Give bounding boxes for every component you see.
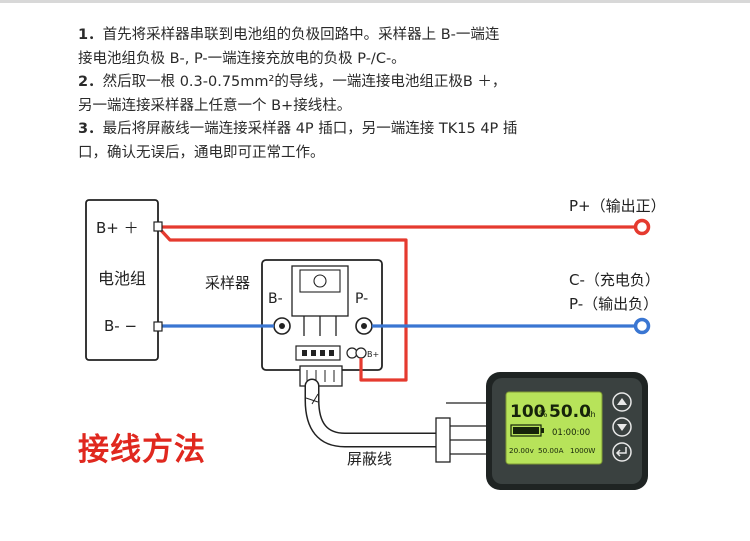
battery-minus-label: B- − bbox=[104, 317, 137, 335]
instruction-line-2: 接电池组负极 B-, P-一端连接充放电的负极 P-/C-。 bbox=[78, 50, 406, 67]
instruction-line-6: 口，确认无误后，通电即可正常工作。 bbox=[78, 144, 325, 161]
instructions: 1．首先将采样器串联到电池组的负极回路中。采样器上 B-一端连 接电池组负极 B… bbox=[78, 24, 678, 166]
instruction-line-1: 1．首先将采样器串联到电池组的负极回路中。采样器上 B-一端连 bbox=[78, 27, 500, 43]
meter-time: 01:00:00 bbox=[552, 428, 590, 438]
instruction-line-3: 2．然后取一根 0.3-0.75mm²的导线，一端连接电池组正极B ＋， bbox=[78, 74, 507, 91]
cable-connector-meter bbox=[435, 417, 451, 463]
down-arrow-icon[interactable] bbox=[612, 417, 632, 437]
p-minus-output-terminal bbox=[633, 317, 651, 335]
p-plus-label: P+（输出正） bbox=[569, 197, 666, 215]
meter-lcd bbox=[505, 391, 603, 465]
enter-icon[interactable] bbox=[612, 442, 632, 462]
up-arrow-icon[interactable] bbox=[612, 392, 632, 412]
sampler-p-minus-label: P- bbox=[355, 291, 368, 307]
shunt-hole bbox=[313, 274, 327, 288]
battery-label: 电池组 bbox=[98, 269, 146, 288]
battery-plus-terminal bbox=[153, 221, 163, 232]
meter-percent: 100 bbox=[510, 402, 546, 422]
p-plus-output-terminal bbox=[633, 218, 651, 236]
sampler-b-plus-label: B+ bbox=[367, 350, 379, 359]
sampler-b-plus-terminal-b bbox=[355, 347, 367, 359]
c-minus-label: C-（充电负） bbox=[569, 271, 660, 289]
meter-power: 1000W bbox=[570, 446, 595, 455]
sampler-board: 采样器 B- P- B+ bbox=[205, 259, 383, 371]
meter-voltage: 20.00v bbox=[509, 446, 535, 455]
p-minus-label: P-（输出负） bbox=[569, 295, 658, 313]
page-title: 接线方法 bbox=[78, 432, 206, 468]
instruction-line-5: 3．最后将屏蔽线一端连接采样器 4P 插口，另一端连接 TK15 4P 插 bbox=[78, 121, 518, 138]
meter-percent-unit: % bbox=[539, 410, 548, 420]
shielded-cable: 屏蔽线 bbox=[299, 365, 486, 468]
battery-pack: B+ ＋ 电池组 B- − bbox=[85, 199, 159, 361]
battery-minus-terminal bbox=[153, 321, 163, 332]
meter-capacity-unit: Ah bbox=[585, 410, 596, 419]
sampler-label: 采样器 bbox=[205, 274, 250, 292]
meter-capacity: 50.0 bbox=[549, 402, 591, 422]
battery-meter: 100 % 50.0 Ah 01:00:00 20.00v 50.00A 100… bbox=[486, 372, 648, 490]
meter-current: 50.00A bbox=[538, 446, 564, 455]
battery-plus-label: B+ ＋ bbox=[96, 219, 139, 237]
battery-box bbox=[85, 199, 159, 361]
positive-wire bbox=[156, 225, 642, 382]
sampler-4p-port bbox=[295, 345, 341, 361]
cable-label: 屏蔽线 bbox=[347, 450, 392, 468]
sampler-b-minus-label: B- bbox=[268, 291, 283, 307]
top-divider bbox=[0, 0, 750, 3]
instruction-line-4: 另一端连接采样器上任意一个 B+接线柱。 bbox=[78, 97, 352, 114]
